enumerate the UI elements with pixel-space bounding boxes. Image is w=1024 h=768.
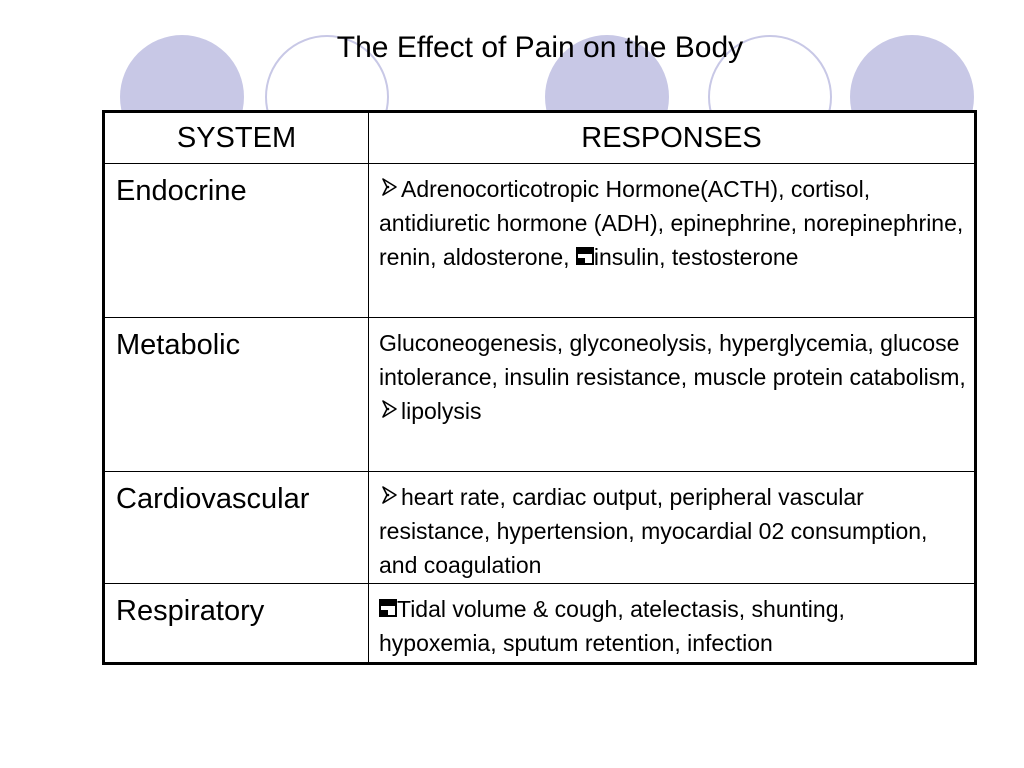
- page-title: The Effect of Pain on the Body: [336, 31, 744, 64]
- header-system: SYSTEM: [103, 111, 369, 164]
- response-text: Adrenocorticotropic Hormone(ACTH), corti…: [379, 176, 964, 270]
- increase-symbol-icon: [379, 485, 401, 505]
- table-row: Cardiovascular heart rate, cardiac outpu…: [103, 471, 976, 584]
- response-text: Gluconeogenesis, glyconeolysis, hypergly…: [379, 330, 966, 390]
- response-text: lipolysis: [401, 398, 482, 424]
- response-text: insulin, testosterone: [593, 244, 799, 270]
- table-row: Endocrine Adrenocorticotropic Hormone(AC…: [103, 163, 976, 318]
- table-row: Metabolic Gluconeogenesis, glyconeolysis…: [103, 317, 976, 472]
- system-cell: Cardiovascular: [103, 471, 369, 584]
- response-text: heart rate, cardiac output, peripheral v…: [379, 484, 928, 578]
- system-cell: Respiratory: [103, 583, 369, 664]
- system-cell: Endocrine: [103, 163, 369, 318]
- responses-cell: heart rate, cardiac output, peripheral v…: [368, 471, 976, 584]
- response-text: Tidal volume & cough, atelectasis, shunt…: [379, 596, 845, 656]
- table-row: Respiratory Tidal volume & cough, atelec…: [103, 583, 976, 664]
- header-responses: RESPONSES: [368, 111, 976, 164]
- responses-cell: Adrenocorticotropic Hormone(ACTH), corti…: [368, 163, 976, 318]
- responses-cell: Gluconeogenesis, glyconeolysis, hypergly…: [368, 317, 976, 472]
- responses-cell: Tidal volume & cough, atelectasis, shunt…: [368, 583, 976, 664]
- increase-symbol-icon: [379, 177, 401, 197]
- decrease-symbol-icon: [379, 599, 397, 617]
- increase-symbol-icon: [379, 399, 401, 419]
- table-header-row: SYSTEM RESPONSES: [103, 111, 976, 164]
- pain-effects-table: SYSTEM RESPONSES Endocrine Adrenocortico…: [102, 110, 977, 665]
- decrease-symbol-icon: [575, 247, 594, 265]
- system-cell: Metabolic: [103, 317, 369, 472]
